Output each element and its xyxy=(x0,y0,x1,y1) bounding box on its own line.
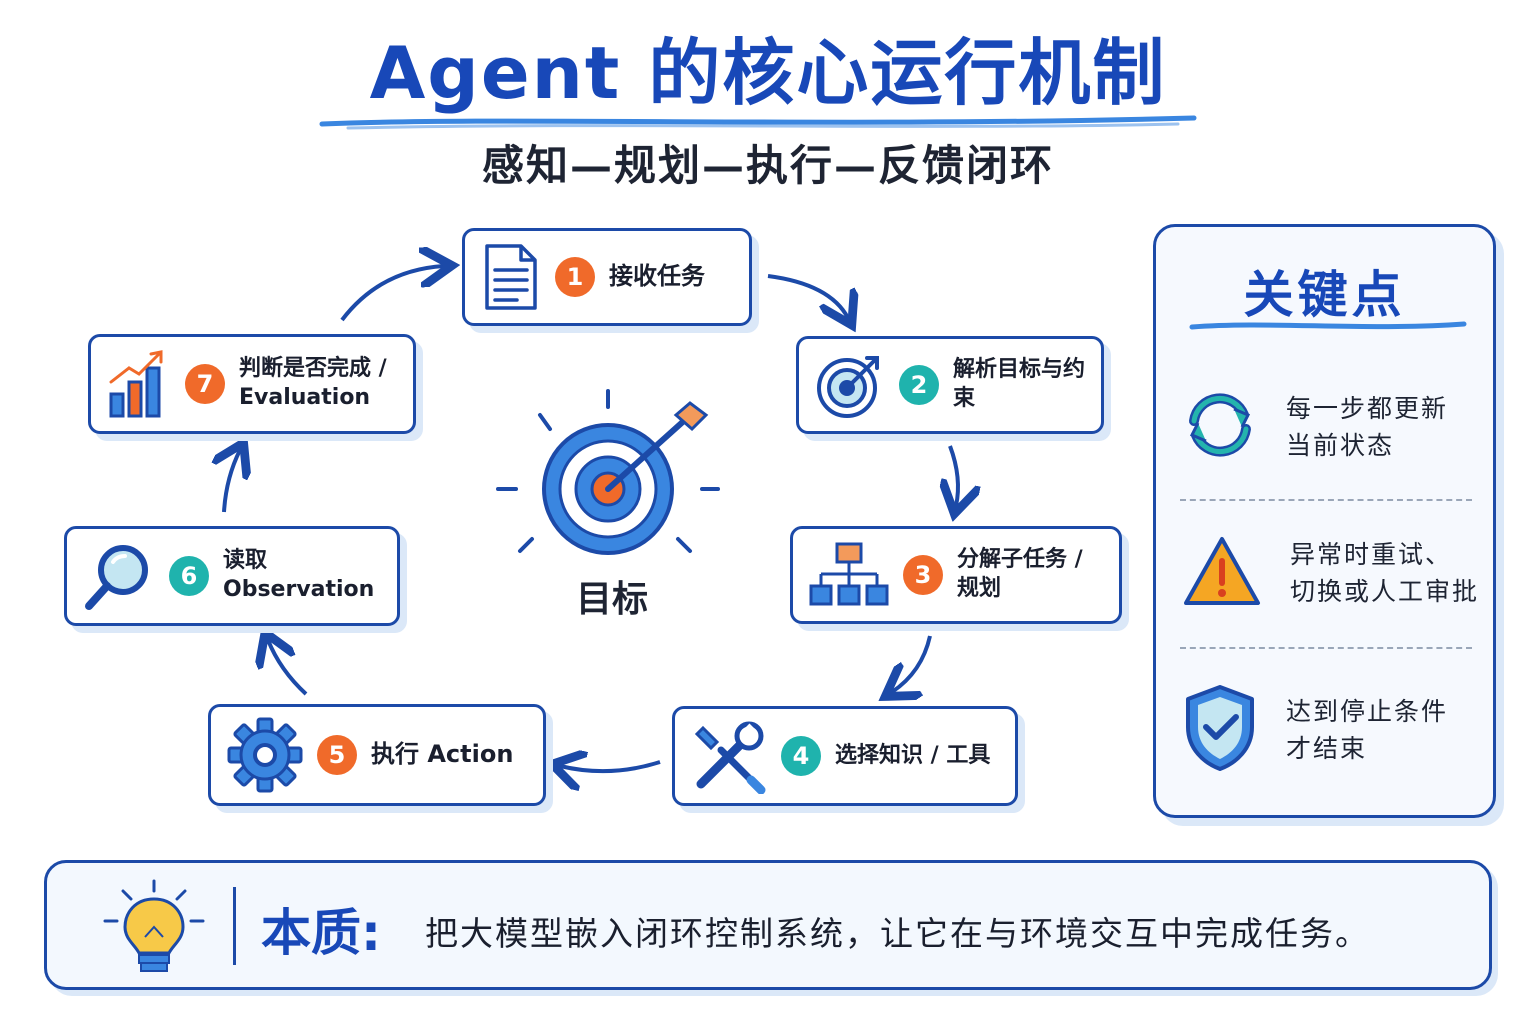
step-4-select-tools: 4 选择知识 / 工具 xyxy=(672,706,1018,806)
tools-icon xyxy=(691,718,767,794)
arrow-5-to-6 xyxy=(268,640,308,696)
target-icon xyxy=(815,350,885,420)
lightbulb-icon xyxy=(99,877,209,981)
divider xyxy=(1180,499,1472,501)
step-label: 解析目标与约束 xyxy=(953,357,1086,411)
arrow-7-to-1 xyxy=(340,266,444,322)
step-badge: 5 xyxy=(317,735,357,775)
key-points-title: 关键点 xyxy=(1243,266,1406,324)
magnifier-icon xyxy=(83,540,155,612)
essence-label: 本质: xyxy=(261,904,381,962)
arrow-4-to-5 xyxy=(560,762,661,771)
key-point-line2: 切换或人工审批 xyxy=(1290,577,1480,606)
document-icon xyxy=(481,242,541,312)
refresh-icon xyxy=(1182,387,1258,467)
step-badge: 3 xyxy=(903,555,943,595)
step-badge: 6 xyxy=(169,556,209,596)
key-points-panel: 关键点 每一步都更新 当前状态 xyxy=(1153,224,1496,818)
page-subtitle: 感知—规划—执行—反馈闭环 xyxy=(481,141,1054,190)
arrow-2-to-3 xyxy=(950,445,958,506)
step-label: 读取 Observation xyxy=(223,548,375,602)
key-point-line1: 每一步都更新 xyxy=(1286,393,1449,423)
step-label-line1: 判断是否完成 / xyxy=(239,356,387,382)
arrow-6-to-7 xyxy=(224,450,240,513)
key-point-item: 异常时重试、 切换或人工审批 xyxy=(1182,533,1479,613)
step-badge: 4 xyxy=(781,736,821,776)
step-7-evaluation: 7 判断是否完成 / Evaluation xyxy=(88,334,416,434)
center-goal-label: 目标 xyxy=(575,579,648,620)
essence-text: 把大模型嵌入闭环控制系统，让它在与环境交互中完成任务。 xyxy=(425,914,1370,953)
arrow-1-to-2 xyxy=(767,274,848,318)
step-6-read-observation: 6 读取 Observation xyxy=(64,526,400,626)
step-label: 执行 Action xyxy=(371,740,514,769)
gear-icon xyxy=(227,717,303,793)
step-label: 选择知识 / 工具 xyxy=(835,742,991,768)
step-badge: 1 xyxy=(555,257,595,297)
key-point-line1: 达到停止条件 xyxy=(1286,696,1449,726)
step-1-receive-task: 1 接收任务 xyxy=(462,228,752,326)
warning-icon xyxy=(1182,533,1262,613)
key-points-underline xyxy=(1189,321,1467,330)
essence-box: 本质: 把大模型嵌入闭环控制系统，让它在与环境交互中完成任务。 xyxy=(44,860,1492,990)
key-point-line1: 异常时重试、 xyxy=(1290,539,1453,569)
title-underline xyxy=(319,115,1197,130)
key-point-line2: 当前状态 xyxy=(1286,431,1395,460)
bar-chart-icon xyxy=(107,348,171,420)
step-label-line2: Evaluation xyxy=(239,385,371,410)
step-5-execute-action: 5 执行 Action xyxy=(208,704,546,806)
step-badge: 7 xyxy=(185,364,225,404)
bullseye-icon xyxy=(490,385,730,579)
page-title: Agent 的核心运行机制 xyxy=(369,31,1167,115)
step-badge: 2 xyxy=(899,365,939,405)
step-label: 分解子任务 / 规划 xyxy=(957,547,1083,601)
step-3-decompose-plan: 3 分解子任务 / 规划 xyxy=(790,526,1122,624)
shield-check-icon xyxy=(1182,683,1258,777)
hierarchy-icon xyxy=(809,540,889,610)
divider xyxy=(1180,647,1472,649)
key-point-item: 达到停止条件 才结束 xyxy=(1182,683,1448,777)
separator xyxy=(233,887,236,965)
arrow-3-to-4 xyxy=(892,635,932,692)
key-point-item: 每一步都更新 当前状态 xyxy=(1182,387,1448,467)
step-label: 接收任务 xyxy=(609,262,705,291)
step-2-parse-goals: 2 解析目标与约束 xyxy=(796,336,1104,434)
key-point-line2: 才结束 xyxy=(1286,734,1368,763)
